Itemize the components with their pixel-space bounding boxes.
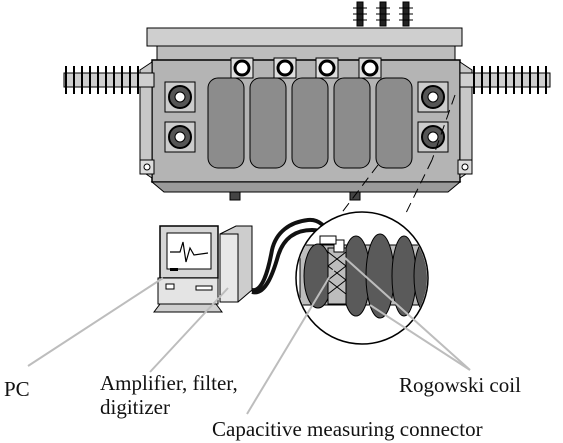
top-bolts [230,57,382,79]
leader-lines [27,257,471,415]
label-amplifier-line2: digitizer [100,395,170,419]
amplifier-box-icon [219,225,253,303]
right-bushing-icon [459,66,551,94]
zoom-dashed-lines [339,94,456,216]
computer-icon [153,225,253,313]
label-capacitive-connector: Capacitive measuring connector [212,417,483,441]
label-amplifier-line1: Amplifier, filter, [100,371,238,395]
magnifier-circle-icon [295,211,429,345]
label-rogowski-coil: Rogowski coil [399,373,521,397]
top-insulators-icon [353,1,413,27]
cooling-fins [207,77,413,169]
left-bushing-icon [63,66,155,94]
side-terminals [164,81,449,153]
transformer-icon [139,1,473,201]
label-pc: PC [4,377,30,401]
